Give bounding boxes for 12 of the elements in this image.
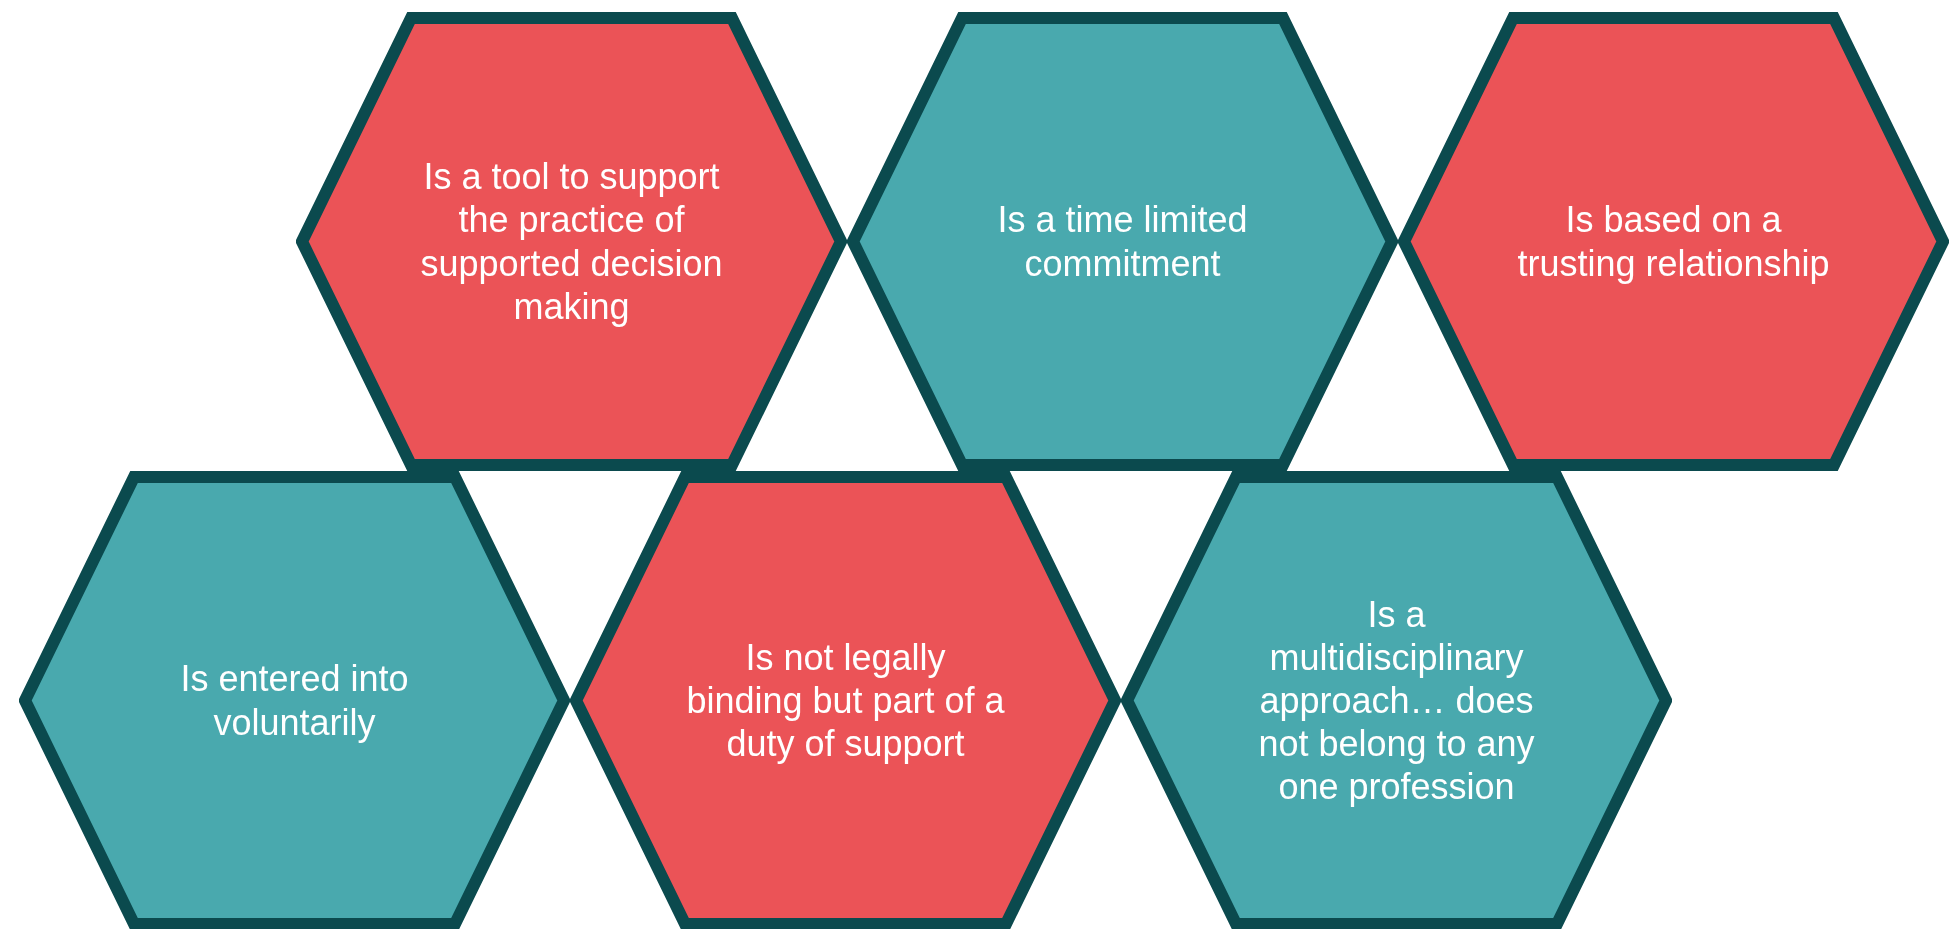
- hexagon: [296, 12, 847, 471]
- hexagon-label: Is based on a trusting relationship: [1516, 198, 1831, 285]
- hexagon: [570, 471, 1121, 929]
- hexagon-label: Is not legally binding but part of a duty of support: [685, 635, 1006, 766]
- hexagon: [1121, 471, 1672, 929]
- hexagon: [847, 12, 1398, 471]
- hexagon-label: Is a multidisciplinary approach… does not belong to any one profession: [1257, 592, 1536, 809]
- hexagon: [1398, 12, 1949, 471]
- hexagon: [19, 471, 570, 929]
- hexagon-label: Is a tool to support the practice of supported decision making: [419, 155, 724, 328]
- hexagon-label: Is a time limited commitment: [996, 198, 1249, 285]
- hexagon-label: Is entered into voluntarily: [179, 657, 410, 744]
